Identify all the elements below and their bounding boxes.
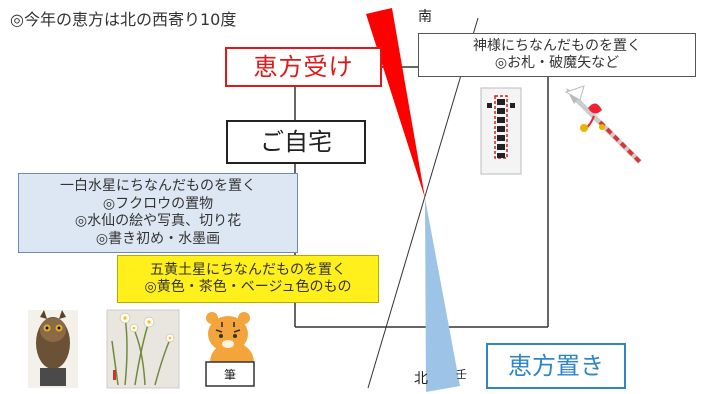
ippaku-line-3: ◎水仙の絵や写真、切り花 [74,213,242,229]
ippaku-line-4: ◎書き初め・水墨画 [95,230,221,247]
gooh-box: 五黄土星にちなんだものを置く ◎黄色・茶色・ベージュ色のもの [117,255,379,303]
svg-text:筆: 筆 [224,368,236,382]
direction-mizunoe-label: 壬 [456,368,467,381]
tiger-calligraphy-image: 筆 [205,312,255,387]
ippaku-line-2: ◎フクロウの置物 [102,195,214,212]
direction-north-label: 北 [414,371,428,387]
ehou-oki-label: 恵方置き [508,352,604,380]
north-south-axis [367,17,479,389]
owl-figurine-image [28,310,78,388]
kamisama-line-2: ◎お札・破魔矢など [494,55,620,71]
gooh-line-1: 五黄土星にちなんだものを置く [150,261,346,278]
kamisama-box: 神様にちなんだものを置く ◎お札・破魔矢など [418,33,696,77]
page-title: ◎今年の恵方は北の西寄り10度 [10,10,237,29]
jitaku-box: ご自宅 [226,120,366,164]
ehou-uke-label: 恵方受け [253,53,354,81]
south-wedge [366,8,425,198]
ehou-oki-box: 恵方置き [486,343,626,389]
kamisama-line-1: 神様にちなんだものを置く [473,37,641,54]
north-wedge [425,198,460,392]
ippaku-box: 一白水星にちなんだものを置く ◎フクロウの置物 ◎水仙の絵や写真、切り花 ◎書き… [18,173,298,253]
ehou-uke-box: 恵方受け [225,47,382,87]
ippaku-line-1: 一白水星にちなんだものを置く [60,178,256,194]
hamaya-arrow-image [564,85,642,164]
jitaku-label: ご自宅 [260,128,332,156]
ofuda-talisman-image [480,87,522,175]
narcissus-painting-image [106,309,180,389]
gooh-line-2: ◎黄色・茶色・ベージュ色のもの [144,279,352,295]
direction-south-label: 南 [418,9,432,25]
